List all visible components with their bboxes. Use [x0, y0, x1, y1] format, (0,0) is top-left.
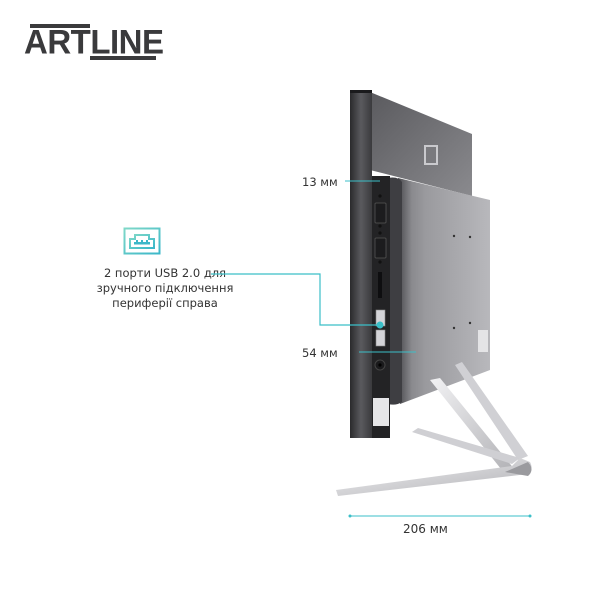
monitor-stand	[336, 362, 532, 496]
bezel-thickness-label: 13 мм	[302, 175, 338, 189]
body-thickness-label: 54 мм	[302, 346, 338, 360]
artline-logo: ARTLINE	[24, 24, 164, 60]
feature-line-2: зручного підключення	[96, 281, 234, 295]
usb-feature-description: 2 порти USB 2.0 для зручного підключення…	[70, 266, 260, 311]
usb-port-icon	[123, 227, 161, 255]
monitor-back-panel	[370, 92, 472, 196]
logo-bar-bottom	[90, 56, 156, 60]
feature-line-1: 2 порти USB 2.0 для	[103, 266, 227, 280]
feature-line-3: периферії справа	[112, 296, 218, 310]
back-logo-emblem	[424, 145, 438, 165]
logo-bar-top	[30, 24, 90, 28]
computer-body	[388, 177, 490, 405]
stand-depth-label: 206 мм	[403, 522, 448, 536]
logo-text: ARTLINE	[24, 22, 164, 61]
side-ports-panel	[373, 194, 389, 426]
